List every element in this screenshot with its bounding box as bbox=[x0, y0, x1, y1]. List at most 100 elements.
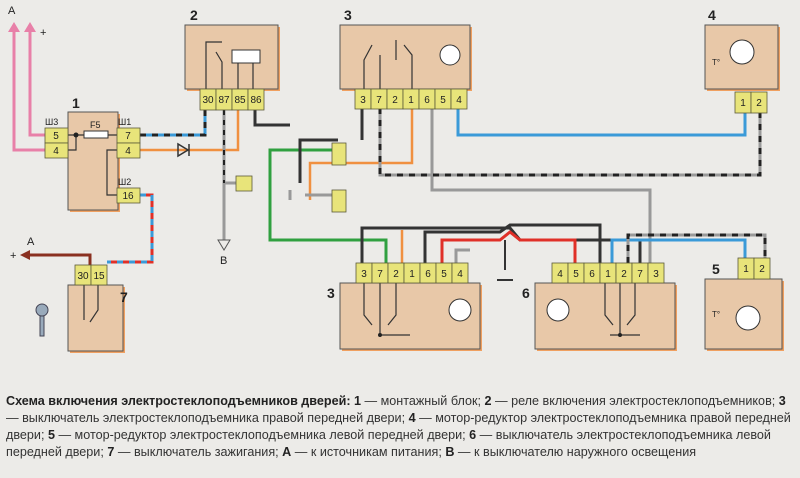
wires bbox=[12, 30, 767, 281]
pin-label: 6 bbox=[424, 95, 430, 106]
component-5-motor: 5 T° 1 2 bbox=[704, 257, 784, 351]
svg-text:1: 1 bbox=[740, 98, 746, 109]
arrow-a-bottom: A + bbox=[10, 236, 35, 262]
wire-orange2 bbox=[308, 108, 414, 263]
svg-text:+: + bbox=[40, 27, 46, 39]
pin-label: 5 bbox=[573, 269, 579, 280]
wire-blue-5 bbox=[610, 238, 747, 263]
motor-icon bbox=[735, 305, 761, 331]
svg-text:87: 87 bbox=[218, 95, 230, 106]
svg-text:A: A bbox=[8, 5, 16, 17]
svg-text:Ш2: Ш2 bbox=[118, 177, 131, 187]
caption-key: 5 bbox=[47, 428, 55, 442]
svg-text:Ш3: Ш3 bbox=[45, 117, 58, 127]
svg-text:3: 3 bbox=[344, 7, 352, 23]
svg-text:1: 1 bbox=[743, 264, 749, 275]
pin-label: 2 bbox=[621, 269, 627, 280]
svg-text:7: 7 bbox=[125, 131, 131, 142]
caption-key: 4 bbox=[408, 411, 416, 425]
pin-label: 7 bbox=[376, 95, 382, 106]
component-7-ignition-switch: 7 30 15 bbox=[35, 264, 128, 353]
wire-orange bbox=[140, 110, 240, 152]
caption-text: — выключатель зажигания; bbox=[114, 445, 283, 459]
pin-label: 2 bbox=[392, 95, 398, 106]
wire-green bbox=[268, 148, 388, 263]
svg-text:30: 30 bbox=[202, 95, 214, 106]
svg-text:30: 30 bbox=[77, 271, 89, 282]
caption-key: 7 bbox=[107, 445, 115, 459]
pin-label: 4 bbox=[457, 269, 463, 280]
svg-text:2: 2 bbox=[190, 7, 198, 23]
pin bbox=[647, 262, 665, 284]
caption-key: B bbox=[445, 445, 455, 459]
component-4-motor: 4 T° 1 2 bbox=[704, 7, 780, 114]
arrow-b: B bbox=[217, 239, 231, 267]
key-icon bbox=[35, 303, 49, 337]
pin-label: 6 bbox=[589, 269, 595, 280]
wire-blue-4 bbox=[456, 108, 747, 137]
wire-red-bottom bbox=[440, 230, 577, 263]
connector-3 bbox=[331, 189, 347, 213]
pin-label: 6 bbox=[425, 269, 431, 280]
pin-label: 3 bbox=[361, 269, 367, 280]
svg-text:2: 2 bbox=[756, 98, 762, 109]
motor-icon bbox=[729, 39, 755, 65]
caption-text: — выключатель электростеклоподъемника ле… bbox=[6, 428, 771, 459]
svg-text:F5: F5 bbox=[90, 120, 101, 130]
wire-brown-a bbox=[30, 253, 92, 265]
component-2-relay: 2 30 87 85 86 bbox=[184, 7, 280, 111]
pin-label: 4 bbox=[557, 269, 563, 280]
pin-label: 7 bbox=[377, 269, 383, 280]
caption-text: — монтажный блок; bbox=[361, 394, 485, 408]
caption-text: — к выключателю наружного освещения bbox=[454, 445, 697, 459]
pin-label: 3 bbox=[360, 95, 366, 106]
component-1-mounting-block: 1 F5 Ш3 5 4 Ш1 7 4 Ш2 16 bbox=[44, 95, 141, 212]
wire-black-dash bbox=[378, 108, 762, 177]
caption-text: — выключатель электростеклоподъемника пр… bbox=[6, 411, 409, 425]
diode-icon bbox=[177, 142, 190, 158]
caption-key: A bbox=[282, 445, 292, 459]
caption-text: — мотор-редуктор электростеклоподъемника… bbox=[6, 411, 791, 442]
svg-text:B: B bbox=[220, 255, 227, 267]
wire-black-cross2 bbox=[423, 223, 602, 263]
connector-blocks bbox=[235, 142, 347, 213]
wire-pink-a1 bbox=[12, 30, 45, 152]
pin-label: 3 bbox=[653, 269, 659, 280]
pin-label: 2 bbox=[393, 269, 399, 280]
pin-label: 5 bbox=[440, 95, 446, 106]
pin bbox=[451, 262, 469, 284]
svg-text:86: 86 bbox=[250, 95, 262, 106]
svg-text:4: 4 bbox=[125, 146, 131, 157]
wire-black-top bbox=[298, 108, 364, 183]
caption-text: — мотор-редуктор электростеклоподъемника… bbox=[54, 428, 470, 442]
svg-text:1: 1 bbox=[72, 95, 80, 111]
wire-pink-a2 bbox=[28, 30, 45, 137]
pin-label: 1 bbox=[605, 269, 611, 280]
caption-key: 1 bbox=[354, 394, 362, 408]
pin bbox=[450, 88, 468, 110]
caption-key: 6 bbox=[469, 428, 477, 442]
pin-label: 7 bbox=[637, 269, 643, 280]
connector-2 bbox=[331, 142, 347, 166]
svg-text:5: 5 bbox=[712, 261, 720, 277]
caption-title: Схема включения электростеклоподъемников… bbox=[6, 394, 351, 408]
wire-blue-black bbox=[140, 110, 207, 137]
wire-black-ground bbox=[497, 240, 513, 281]
pin-label: 1 bbox=[409, 269, 415, 280]
svg-text:5: 5 bbox=[53, 131, 59, 142]
arrow-a-top: A + bbox=[8, 5, 46, 39]
svg-text:4: 4 bbox=[708, 7, 716, 23]
caption-text: — к источникам питания; bbox=[291, 445, 446, 459]
wiring-diagram: A + A + B 1 F5 Ш3 5 4 Ш1 7 4 Ш2 16 2 bbox=[8, 5, 784, 353]
pin-label: 1 bbox=[408, 95, 414, 106]
svg-text:A: A bbox=[27, 236, 35, 248]
svg-text:T°: T° bbox=[712, 58, 720, 67]
wire-black-86 bbox=[253, 110, 290, 127]
figure-caption: Схема включения электростеклоподъемников… bbox=[6, 393, 796, 461]
wire-black-cross1 bbox=[360, 226, 642, 263]
svg-text:6: 6 bbox=[522, 285, 530, 301]
svg-text:15: 15 bbox=[93, 271, 105, 282]
pin-label: 4 bbox=[456, 95, 462, 106]
